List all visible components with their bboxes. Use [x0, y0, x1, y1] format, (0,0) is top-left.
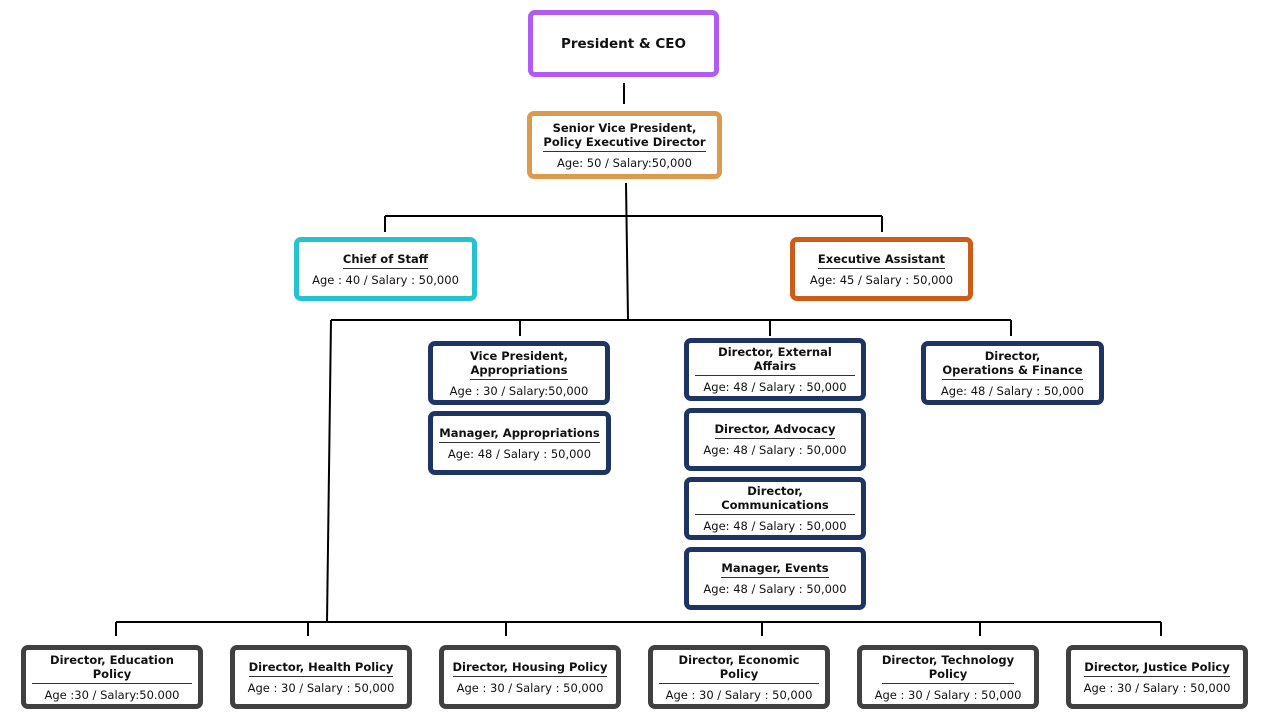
node-detail: Age : 40 / Salary : 50,000 [312, 272, 459, 287]
node-detail: Age : 30 / Salary : 50,000 [1083, 680, 1231, 695]
node-director-housing-policy: Director, Housing Policy Age : 30 / Sala… [439, 645, 621, 709]
node-detail: Age : 30 / Salary : 50,000 [456, 680, 604, 695]
node-title: Director, Health Policy [248, 660, 394, 677]
node-title: Director, Advocacy [714, 422, 836, 439]
node-manager-appropriations: Manager, Appropriations Age: 48 / Salary… [428, 411, 611, 475]
node-director-health-policy: Director, Health Policy Age : 30 / Salar… [230, 645, 412, 709]
node-detail: Age: 48 / Salary : 50,000 [703, 380, 847, 394]
node-title: Director, Communications [695, 484, 855, 515]
node-detail: Age : 30 / Salary : 50,000 [665, 687, 813, 702]
node-president-ceo: President & CEO [528, 10, 719, 77]
node-detail: Age : 30 / Salary : 50,000 [247, 680, 395, 695]
node-title: Senior Vice President, Policy Executive … [543, 121, 706, 152]
node-title: Director, Justice Policy [1084, 660, 1230, 677]
node-detail: Age : 30 / Salary:50,000 [449, 383, 589, 398]
node-director-technology-policy: Director, Technology Policy Age : 30 / S… [857, 645, 1039, 709]
connector-svp-stem [625, 182, 629, 320]
node-title: Manager, Events [721, 561, 829, 578]
node-director-education-policy: Director, Education Policy Age :30 / Sal… [21, 645, 203, 709]
connector-policy-stem [326, 319, 332, 623]
node-detail: Age: 45 / Salary : 50,000 [809, 272, 954, 287]
node-detail: Age: 48 / Salary : 50,000 [940, 383, 1085, 398]
node-manager-events: Manager, Events Age: 48 / Salary : 50,00… [684, 547, 866, 610]
node-senior-vice-president: Senior Vice President, Policy Executive … [527, 111, 722, 179]
node-title: Director, External Affairs [695, 345, 855, 376]
node-detail: Age: 50 / Salary:50,000 [557, 155, 692, 170]
node-director-justice-policy: Director, Justice Policy Age : 30 / Sala… [1066, 645, 1248, 709]
node-director-operations-finance: Director, Operations & Finance Age: 48 /… [921, 341, 1104, 405]
node-executive-assistant: Executive Assistant Age: 45 / Salary : 5… [790, 237, 973, 301]
node-director-economic-policy: Director, Economic Policy Age : 30 / Sal… [648, 645, 830, 709]
node-director-advocacy: Director, Advocacy Age: 48 / Salary : 50… [684, 408, 866, 471]
node-detail: Age: 48 / Salary : 50,000 [703, 582, 847, 596]
node-director-external-affairs: Director, External Affairs Age: 48 / Sal… [684, 338, 866, 401]
node-detail: Age : 30 / Salary : 50,000 [874, 687, 1022, 702]
node-director-communications: Director, Communications Age: 48 / Salar… [684, 477, 866, 540]
node-title: President & CEO [560, 35, 687, 52]
node-title: Manager, Appropriations [439, 426, 600, 443]
node-title: Director, Education Policy [32, 653, 192, 684]
node-vp-appropriations: Vice President, Appropriations Age : 30 … [428, 341, 610, 405]
node-title: Director, Economic Policy [659, 653, 819, 684]
node-title: Director, Housing Policy [452, 660, 608, 677]
node-title: Chief of Staff [342, 252, 429, 269]
node-title: Director, Operations & Finance [942, 349, 1083, 380]
node-detail: Age :30 / Salary:50.000 [44, 687, 180, 702]
node-title: Director, Technology Policy [881, 653, 1015, 684]
node-detail: Age: 48 / Salary : 50,000 [703, 519, 847, 533]
node-detail: Age: 48 / Salary : 50,000 [703, 443, 847, 457]
node-title: Executive Assistant [817, 252, 946, 269]
node-title: Vice President, Appropriations [469, 349, 569, 380]
node-chief-of-staff: Chief of Staff Age : 40 / Salary : 50,00… [294, 237, 477, 301]
node-detail: Age: 48 / Salary : 50,000 [447, 446, 592, 461]
